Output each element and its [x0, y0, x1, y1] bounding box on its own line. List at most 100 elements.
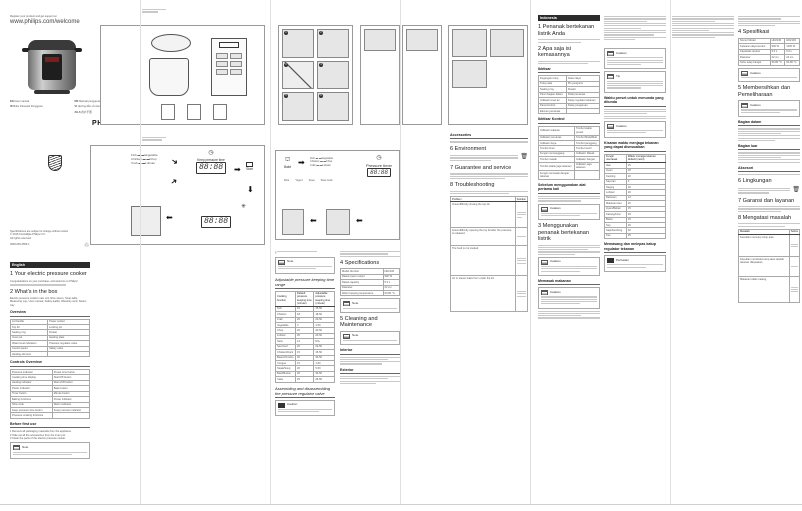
note-icon [741, 70, 748, 76]
caution-box: Caution [275, 399, 335, 417]
note-icon [343, 301, 350, 307]
lang-ms: MS Manual pengguna [74, 100, 100, 103]
note-icon [13, 445, 20, 451]
arrow-icon: ⬅ [166, 213, 173, 222]
arrow-icon: ⬅ [356, 216, 363, 225]
note-icon [741, 103, 748, 109]
section-heading: 2 What's in the box [10, 288, 58, 295]
caution-icon [607, 258, 614, 264]
lid-step-image [282, 209, 304, 235]
preset-heading: Waktu preset untuk menunda yang ditunda [604, 96, 666, 107]
note-box: Catatan [538, 287, 600, 309]
bake-label: Bake [284, 164, 292, 169]
lang-vi: VI Hướng dẫn sử dụng [74, 105, 102, 109]
arrow-icon: ⬇ [247, 185, 254, 194]
step: 3 Clean the parts of the electric pressu… [10, 436, 66, 440]
note-icon [541, 206, 548, 212]
step-image: 4 [317, 60, 349, 90]
controls-heading: Controls Overview [10, 360, 90, 367]
program-list: Fish ▬ ▬Vegetable Chicken ▬ ▬Chop Crab ▬… [310, 157, 334, 167]
aksesori-heading: Aksesori [738, 166, 800, 173]
timer-icon: ◷ [208, 150, 214, 156]
before-use-heading: Before first use [10, 422, 90, 429]
operation-flow-diagram-2: ⛫ Bake ➡ Fish ▬ ▬Vegetable Chicken ▬ ▬Ch… [275, 150, 400, 240]
lcd-display: 88:88 [367, 167, 392, 177]
program-list: Fish ▬ ▬Vegetable Chicken ▬ ▬Chop Crab ▬… [131, 153, 158, 165]
timer-icon: ◷ [376, 155, 382, 161]
arrow-icon: ➡ [298, 158, 305, 167]
start-icon [246, 162, 253, 167]
language-bar: Indonesia [538, 15, 600, 22]
manual-thumbnail [213, 104, 227, 120]
lcd-display: 88:88 [201, 216, 232, 228]
before-use-heading: Sebelum menggunakan alat pertama kali [538, 183, 600, 194]
section-heading: 2 Apa saja isi kemasannya [538, 45, 571, 59]
lang-zh: ZH-S 用户手册 [74, 110, 92, 114]
philips-shield-icon [48, 155, 62, 171]
lcd-display: 88:88 [195, 161, 226, 174]
dalam-heading: Bagian dalam [738, 120, 800, 127]
luar-heading: Bagian luar [738, 144, 800, 151]
section-heading: 5 Membersihkan dan Pemeliharaan [738, 85, 791, 98]
bake-icon: ⛫ [284, 157, 291, 163]
manual-thumbnail [161, 104, 175, 120]
overview-heading: Overview [10, 310, 90, 317]
step: 6 [275, 250, 335, 255]
register-text: Register your product and get support at [10, 15, 57, 18]
note-box: Catatan [538, 203, 600, 221]
operation-flow-diagram: Fish ▬ ▬Vegetable Chicken ▬ ▬Chop Crab ▬… [90, 145, 265, 245]
weee-bin-icon: 🗑 [792, 186, 800, 193]
copyright: © 2015 Koninklijke Philips N.V. [10, 233, 46, 237]
assembling-heading: Assembling and disassembling the pressur… [275, 386, 335, 398]
pressure-cooker-image [22, 40, 82, 95]
pasang-heading: Memasang dan melepas katup regulator tek… [604, 242, 666, 254]
page-bottom-edge [0, 504, 802, 505]
doc-code: 3000.036.4556.1 [10, 243, 30, 247]
cooking-illustration [131, 206, 161, 236]
interior-heading: Interior [340, 348, 400, 355]
note-box: Catatan [604, 48, 666, 70]
step-illustrations: 1 2 3 4 5 6 [278, 25, 353, 125]
lang-id: ID Buku Petunjuk Pengguna [10, 105, 43, 109]
exterior-heading: Exterior [340, 368, 400, 375]
lid-illustration [151, 34, 191, 52]
start-label: Start [246, 167, 253, 171]
tip-box: Tip [604, 71, 666, 93]
page-divider [270, 0, 271, 505]
kisaran-heading: Kisaran waktu menjaga tekanan yang dapat… [604, 141, 666, 152]
note-box: Note [10, 442, 90, 460]
note-icon [541, 259, 548, 265]
step-image: 6 [317, 92, 349, 121]
language-bar: English [10, 262, 90, 269]
arrow-icon: ⬅ [310, 216, 317, 225]
section-heading: 6 Environment [450, 145, 487, 152]
valve-illustrations-2 [448, 25, 528, 125]
parts-diagram-page: Fish ▬ ▬Vegetable Chicken ▬ ▬Chop Crab ▬… [90, 0, 270, 505]
parts-diagram [100, 25, 265, 125]
manual-thumbnail [187, 104, 201, 120]
valve-illustrations [402, 25, 442, 125]
section-heading: 5 Cleaning and Maintenance [340, 315, 378, 329]
note-icon [343, 333, 350, 339]
note-box: Note [340, 330, 400, 346]
weee-bin-icon: 🗑 [520, 154, 528, 160]
step: 2 Take out all the accessories from the … [10, 433, 66, 437]
spec-note: Specifications are subject to change wit… [10, 230, 69, 233]
note-box: Note [340, 298, 400, 313]
section-heading: 8 Mengatasi masalah [738, 214, 792, 221]
rights: All rights reserved. [10, 236, 32, 240]
kontrol-heading: Ikhtisar Kontrol [538, 117, 600, 124]
accessories-heading: Accessories [450, 133, 528, 140]
lang-en: EN User manual [10, 100, 30, 103]
step-image: 1 [282, 29, 314, 58]
note-icon [278, 259, 285, 265]
tip-icon [607, 74, 614, 80]
